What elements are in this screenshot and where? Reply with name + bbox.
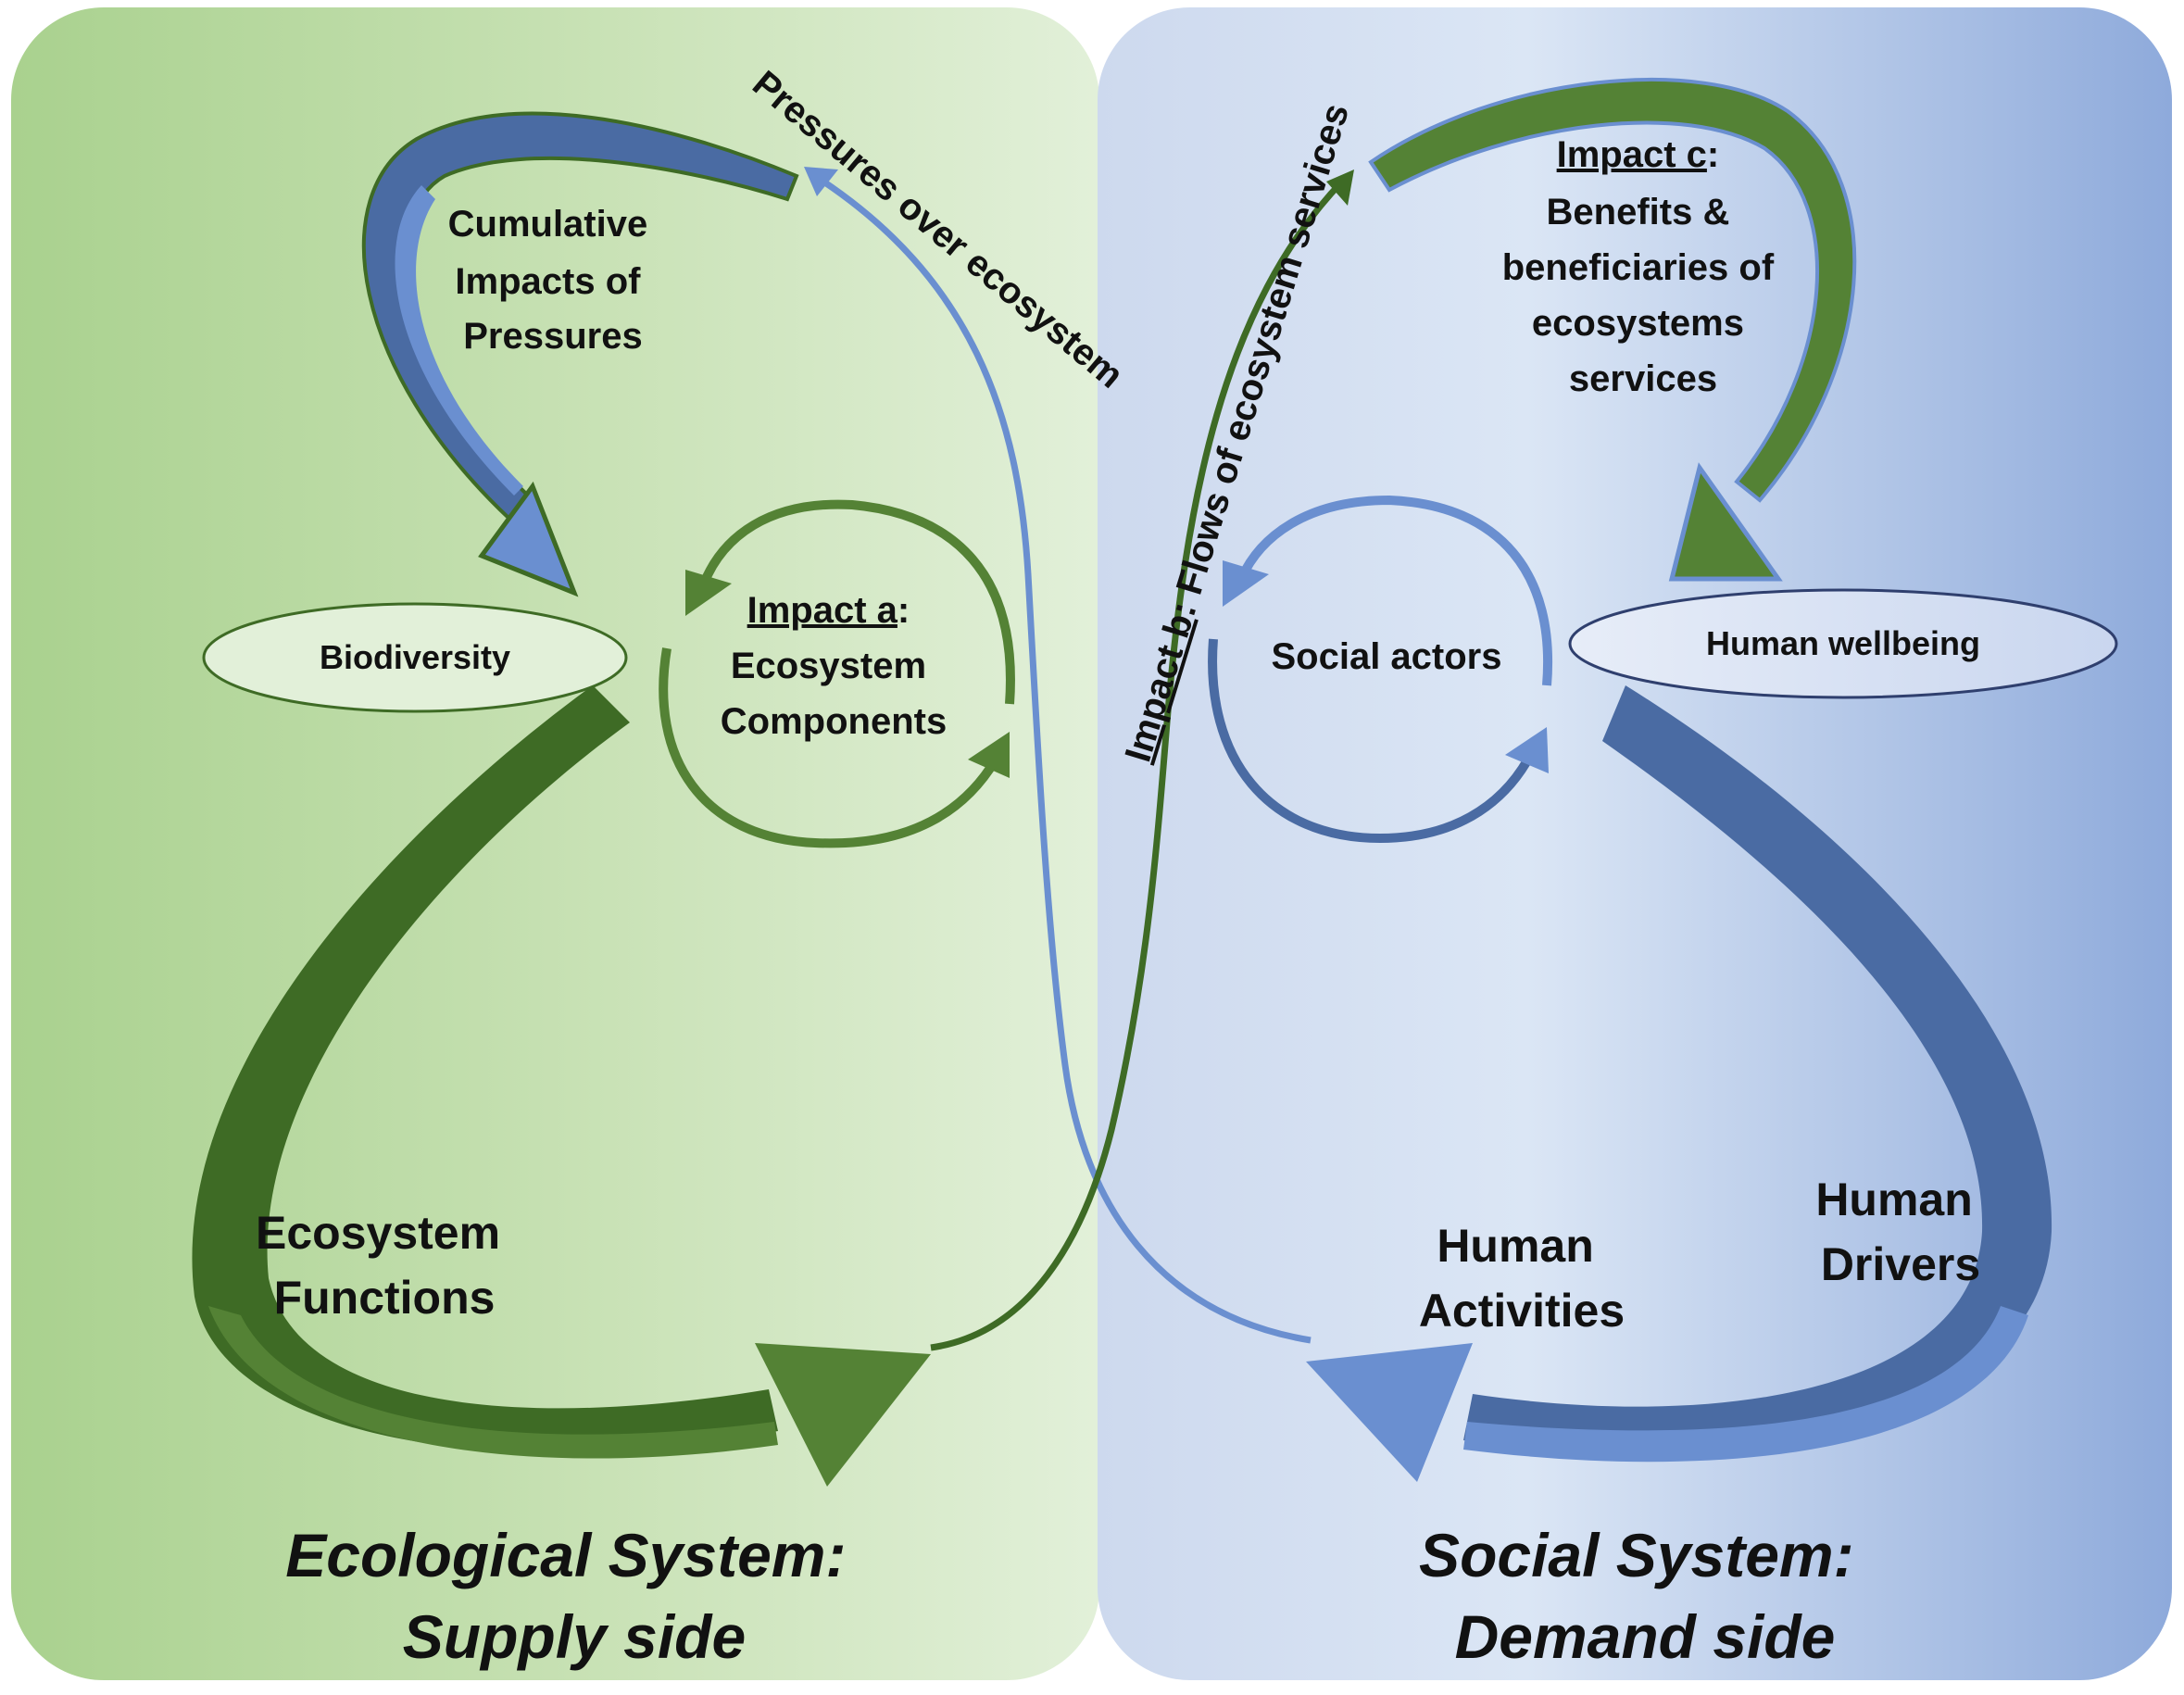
social-panel — [1098, 7, 2172, 1680]
ecosystem-functions-arrowhead — [755, 1343, 931, 1487]
social-actors-cycle-upper — [1236, 495, 1552, 686]
impact-a-cycle-upper — [699, 499, 1015, 705]
ecosystem-functions-label: Ecosystem Functions — [256, 1207, 513, 1324]
flows-curve — [930, 178, 1346, 1351]
ecosystem-functions-loop-lower — [208, 1306, 778, 1459]
impact-c-label: Impact c: Benefits & beneficiaries of ec… — [1502, 134, 1785, 399]
human-wellbeing-label: Human wellbeing — [1706, 624, 1980, 662]
human-drivers-label: Human Drivers — [1815, 1174, 1985, 1290]
social-system-title: Social System: Demand side — [1419, 1521, 1871, 1671]
cumulative-impacts-arrowhead — [478, 481, 579, 597]
impact-a-cycle-lower — [659, 647, 1000, 848]
impact-a-label: Impact a: Ecosystem Components — [721, 590, 947, 742]
biodiversity-label: Biodiversity — [320, 638, 510, 676]
impact-c-arrowhead — [1668, 462, 1783, 582]
impact-c-arrow — [1368, 78, 1857, 503]
impact-a-cycle-lower-arrowhead — [968, 732, 1010, 778]
cumulative-impacts-label: Cumulative Impacts of Pressures — [448, 204, 659, 357]
human-drivers-arrowhead — [1306, 1343, 1473, 1482]
human-activities-label: Human Activities — [1419, 1220, 1625, 1337]
ecosystem-functions-loop-arrow — [192, 685, 779, 1453]
human-drivers-loop-arrow — [1463, 685, 2052, 1454]
biodiversity-node — [202, 602, 628, 713]
pressures-curve-arrowhead — [804, 167, 838, 196]
cumulative-impacts-arrow-inner — [395, 185, 523, 496]
human-wellbeing-node — [1568, 588, 2118, 699]
social-actors-label: Social actors — [1271, 636, 1501, 677]
pressures-curve — [813, 173, 1312, 1344]
ecological-system-title: Ecological System: Supply side — [285, 1521, 863, 1671]
social-actors-cycle-lower — [1208, 638, 1538, 844]
social-actors-cycle-upper-arrowhead — [1223, 560, 1269, 607]
ecological-panel — [11, 7, 1099, 1680]
flows-curve-arrowhead — [1326, 170, 1354, 206]
impact-a-cycle-upper-arrowhead — [685, 570, 732, 616]
human-drivers-loop-lower — [1463, 1306, 2028, 1463]
social-actors-cycle-lower-arrowhead — [1505, 727, 1549, 773]
